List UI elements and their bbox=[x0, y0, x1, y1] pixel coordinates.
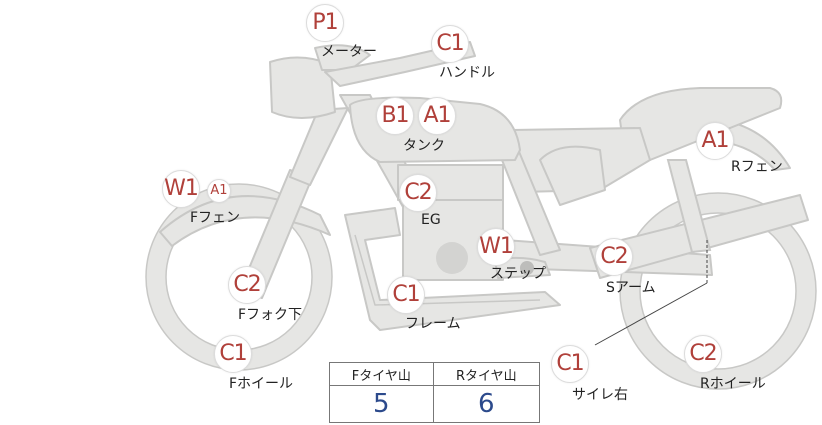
frame-label: フレーム bbox=[405, 316, 461, 332]
engine-label: EG bbox=[421, 212, 441, 228]
front-fender-code-2: A1 bbox=[207, 179, 231, 203]
engine-code: C2 bbox=[399, 174, 437, 212]
tire-tread-value-row: 5 6 bbox=[329, 385, 541, 423]
meter-code: P1 bbox=[306, 4, 344, 42]
front-fork-lower-label: Fフォク下 bbox=[238, 307, 303, 323]
front-fender-label: Fフェン bbox=[190, 210, 241, 226]
front-wheel-code: C1 bbox=[214, 335, 252, 373]
front-tire-header: Fタイヤ山 bbox=[329, 362, 434, 386]
tire-tread-table: Fタイヤ山 Rタイヤ山 5 6 bbox=[329, 362, 541, 423]
tank-code-1: B1 bbox=[376, 97, 414, 135]
rear-tire-header: Rタイヤ山 bbox=[432, 362, 541, 386]
rear-wheel-label: Rホイール bbox=[700, 376, 766, 392]
headlight-shape bbox=[269, 56, 336, 119]
front-fork-lower-code: C2 bbox=[228, 266, 266, 304]
tank-label: タンク bbox=[403, 138, 445, 154]
tire-tread-header-row: Fタイヤ山 Rタイヤ山 bbox=[329, 362, 541, 386]
front-tire-value: 5 bbox=[329, 385, 434, 423]
handle-label: ハンドル bbox=[439, 65, 495, 81]
muffler-right-label: サイレ右 bbox=[572, 387, 628, 403]
tank-code-2: A1 bbox=[418, 97, 456, 135]
rear-wheel-shape bbox=[620, 193, 816, 389]
handle-code: C1 bbox=[431, 25, 469, 63]
rear-wheel-code: C2 bbox=[684, 335, 722, 373]
rear-fender-label: Rフェン bbox=[731, 159, 783, 175]
swing-arm-code: C2 bbox=[595, 238, 633, 276]
meter-label: メーター bbox=[321, 44, 377, 60]
front-fender-code-1: W1 bbox=[162, 170, 200, 208]
seat-shape bbox=[619, 87, 783, 161]
rear-fender-code: A1 bbox=[696, 122, 734, 160]
step-code: W1 bbox=[477, 228, 515, 266]
frame-code: C1 bbox=[387, 276, 425, 314]
swing-arm-label: Sアーム bbox=[606, 280, 656, 296]
step-label: ステップ bbox=[490, 266, 546, 282]
muffler-right-code: C1 bbox=[551, 345, 589, 383]
rear-tire-value: 6 bbox=[432, 385, 541, 423]
front-wheel-label: Fホイール bbox=[229, 376, 294, 392]
